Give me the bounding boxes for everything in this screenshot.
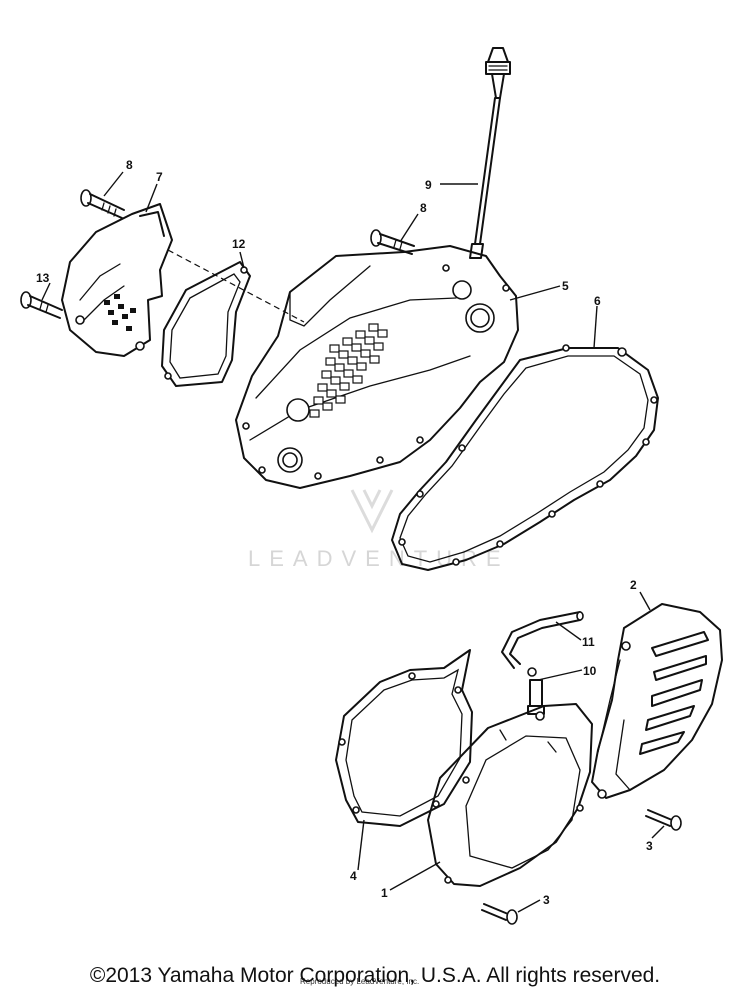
callout-8-upper-left: 8 — [126, 158, 133, 172]
callout-11: 11 — [582, 635, 595, 649]
callout-3-right: 3 — [646, 839, 653, 853]
callout-13: 13 — [36, 271, 50, 285]
callout-10: 10 — [583, 664, 597, 678]
part-stator-gasket — [335, 649, 473, 827]
part-bolt-upper-left — [80, 189, 125, 219]
watermark: LEADVENTURE — [248, 489, 510, 571]
part-small-gasket — [161, 261, 251, 387]
callout-6: 6 — [594, 294, 601, 308]
leader-lines — [41, 171, 665, 913]
copyright-notice: ©2013 Yamaha Motor Corporation, U.S.A. A… — [89, 964, 661, 987]
callout-9: 9 — [425, 178, 432, 192]
part-magneto-cover — [427, 703, 593, 887]
alignment-line — [167, 249, 305, 323]
part-bolt-bottom — [481, 903, 518, 925]
part-dipstick — [469, 47, 511, 259]
part-bolt-upper-middle — [370, 229, 415, 255]
part-breather-hose — [501, 611, 584, 669]
part-bolt-left — [20, 291, 63, 319]
callout-4: 4 — [350, 869, 357, 883]
callout-5: 5 — [562, 279, 569, 293]
part-crankcase-cover — [235, 245, 519, 489]
callout-1: 1 — [381, 886, 388, 900]
reproduction-credit: Reproduced by LeadVenture, Inc. — [300, 977, 419, 986]
part-small-cover — [61, 203, 173, 357]
callout-8-upper-middle: 8 — [420, 201, 427, 215]
callout-numbers: 8 7 13 12 8 9 5 6 2 11 10 4 1 3 3 — [36, 158, 653, 907]
callout-12: 12 — [232, 237, 246, 251]
callout-3-bottom: 3 — [543, 893, 550, 907]
cover-grid — [309, 323, 388, 418]
part-large-gasket — [391, 344, 659, 571]
watermark-text: LEADVENTURE — [248, 546, 510, 571]
part-bolt-right — [645, 809, 682, 831]
callout-7: 7 — [156, 170, 163, 184]
callout-2: 2 — [630, 578, 637, 592]
part-side-cover — [591, 603, 723, 799]
